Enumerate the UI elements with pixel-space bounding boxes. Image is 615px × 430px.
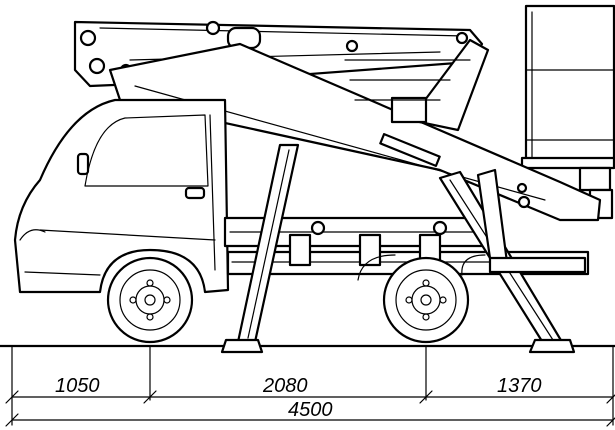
rear-bumper: [357, 254, 587, 281]
dimension-lines: [5, 345, 615, 427]
turntable-column: [344, 38, 490, 132]
rear-overhang-dimension: 1370: [497, 375, 542, 397]
truck-cab: [13, 98, 230, 294]
front-wheel: [106, 256, 194, 344]
front-outrigger: [220, 143, 300, 354]
total-length-dimension: 4500: [288, 399, 333, 421]
front-overhang-dimension: 1050: [55, 375, 100, 397]
rear-wheel: [382, 256, 470, 344]
wheelbase-dimension: 2080: [262, 375, 308, 397]
